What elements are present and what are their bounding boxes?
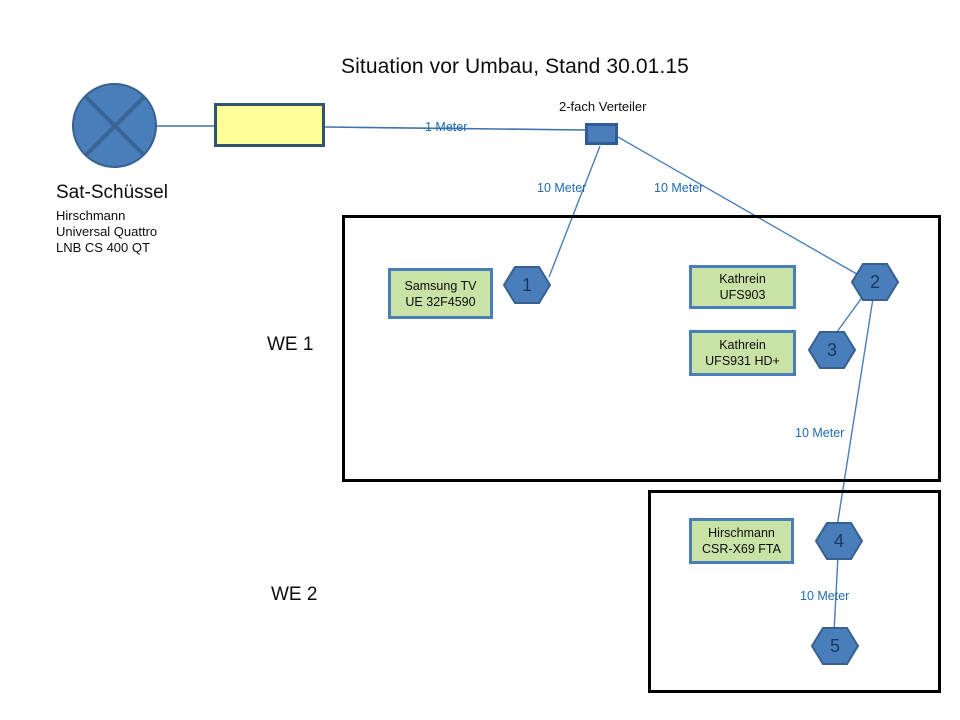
device-hirsch-line1: Hirschmann <box>708 526 775 540</box>
cable-length-label-dish-to-splitter: 1 Meter <box>425 120 468 134</box>
room-boundary-we2 <box>648 490 941 693</box>
device-hirsch-line2: CSR-X69 FTA <box>702 542 781 556</box>
splitter-node <box>585 123 618 145</box>
device-kathrein-ufs931: Kathrein UFS931 HD+ <box>689 330 796 376</box>
device-samsung-tv: Samsung TV UE 32F4590 <box>388 268 493 319</box>
cable-length-label-outlet2-to-outlet4: 10 Meter <box>795 426 845 440</box>
dish-cross-lines <box>74 85 155 166</box>
sat-detail-line-1: Hirschmann <box>56 208 126 223</box>
device-kathrein-ufs903: Kathrein UFS903 <box>689 265 796 309</box>
room-boundary-we1 <box>342 215 941 482</box>
cable-outlet2-to-outlet4 <box>836 291 875 528</box>
device-samsung-line2: UE 32F4590 <box>405 294 476 309</box>
cable-length-label-splitter-to-outlet1: 10 Meter <box>537 181 587 195</box>
device-samsung-line1: Samsung TV <box>404 278 477 293</box>
sat-dish-details: Hirschmann Universal Quattro LNB CS 400 … <box>56 208 157 256</box>
cable-splitter-to-outlet1 <box>548 145 601 278</box>
outlet-hexagon-1-number: 1 <box>521 274 532 295</box>
outlet-hexagon-1: 1 <box>502 266 552 304</box>
device-k931-line1: Kathrein <box>719 338 766 352</box>
satellite-dish-icon <box>72 83 157 168</box>
sat-detail-line-3: LNB CS 400 QT <box>56 240 150 255</box>
page-title-text: Situation vor Umbau, Stand 30.01.15 <box>341 55 689 78</box>
cable-length-label-outlet4-to-outlet5: 10 Meter <box>800 589 850 603</box>
outlet-hexagon-4: 4 <box>814 522 864 560</box>
cable-amplifier-to-splitter <box>324 126 586 131</box>
sat-dish-title: Sat-Schüssel <box>56 182 168 203</box>
cable-outlet4-to-outlet5 <box>833 555 839 633</box>
outlet-hexagon-5-number: 5 <box>829 635 840 656</box>
outlet-hexagon-3: 3 <box>807 331 857 369</box>
page-title: Situation vor Umbau, Stand 30.01.15 <box>0 55 960 79</box>
cable-length-label-splitter-to-outlet2: 10 Meter <box>654 181 704 195</box>
cable-splitter-to-outlet2 <box>617 136 863 278</box>
sat-detail-line-2: Universal Quattro <box>56 224 158 239</box>
device-hirschmann-csr: Hirschmann CSR-X69 FTA <box>689 518 794 564</box>
outlet-hexagon-3-number: 3 <box>826 339 837 360</box>
splitter-label: 2-fach Verteiler <box>559 99 647 114</box>
room-label-we1: WE 1 <box>267 334 314 355</box>
outlet-hexagon-2: 2 <box>850 263 900 301</box>
outlet-hexagon-4-number: 4 <box>833 530 844 551</box>
amplifier-box <box>214 103 325 147</box>
outlet-hexagon-2-number: 2 <box>869 271 880 292</box>
device-k903-line2: UFS903 <box>719 288 766 302</box>
outlet-hexagon-5: 5 <box>810 627 860 665</box>
device-k903-line1: Kathrein <box>719 272 766 286</box>
device-k931-line2: UFS931 HD+ <box>705 354 780 368</box>
room-label-we2: WE 2 <box>271 584 318 605</box>
cable-outlet2-to-outlet3 <box>833 291 867 337</box>
